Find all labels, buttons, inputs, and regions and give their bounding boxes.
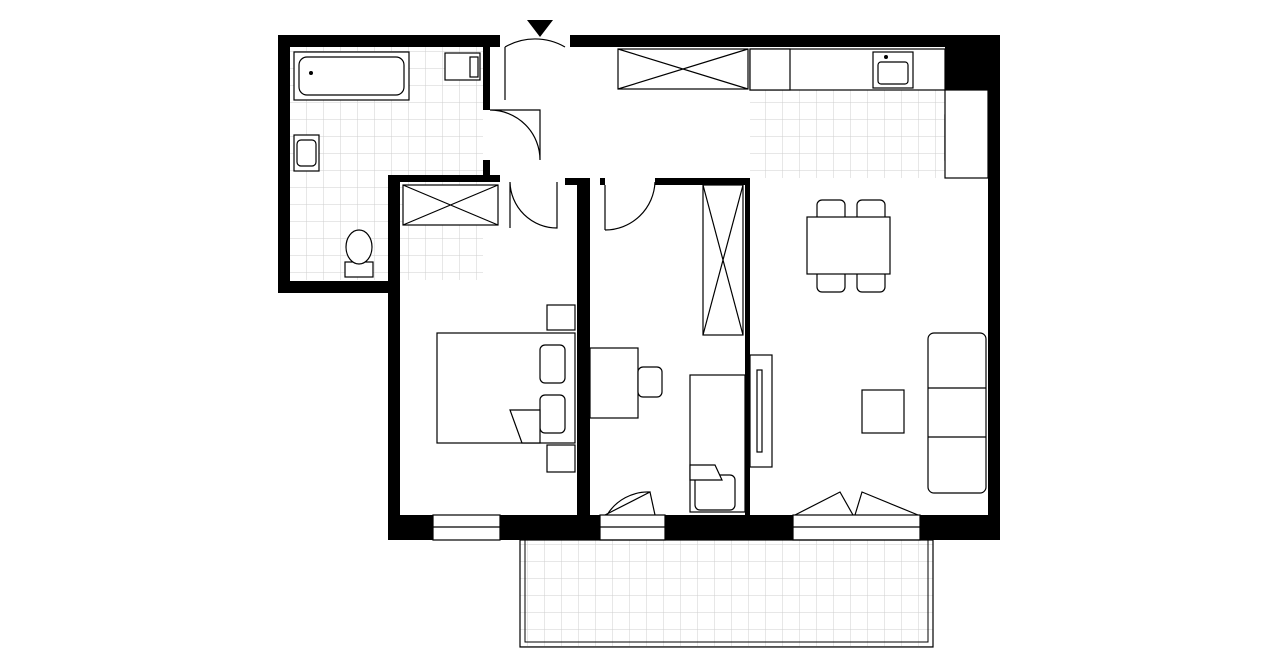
bathtub-icon bbox=[293, 51, 410, 101]
walls bbox=[278, 35, 1000, 540]
entrance-arrow-icon bbox=[527, 20, 553, 37]
windows bbox=[432, 514, 921, 541]
toilet-icon bbox=[344, 229, 374, 278]
tv-icon bbox=[749, 354, 773, 468]
fridge bbox=[749, 48, 791, 91]
sofa-icon bbox=[927, 332, 987, 494]
bed-icon bbox=[436, 304, 576, 473]
dining-table-icon bbox=[806, 199, 891, 293]
doors[interactable] bbox=[489, 38, 919, 516]
coffee-table-icon bbox=[861, 389, 905, 434]
balcony bbox=[519, 539, 934, 648]
washbasin-icon bbox=[293, 134, 320, 172]
kitchen-side-counter bbox=[944, 89, 989, 179]
washing-machine-icon bbox=[444, 52, 481, 81]
wardrobe-icon bbox=[402, 48, 749, 336]
kitchen-sink-icon bbox=[872, 51, 914, 89]
desk-icon bbox=[589, 347, 746, 513]
